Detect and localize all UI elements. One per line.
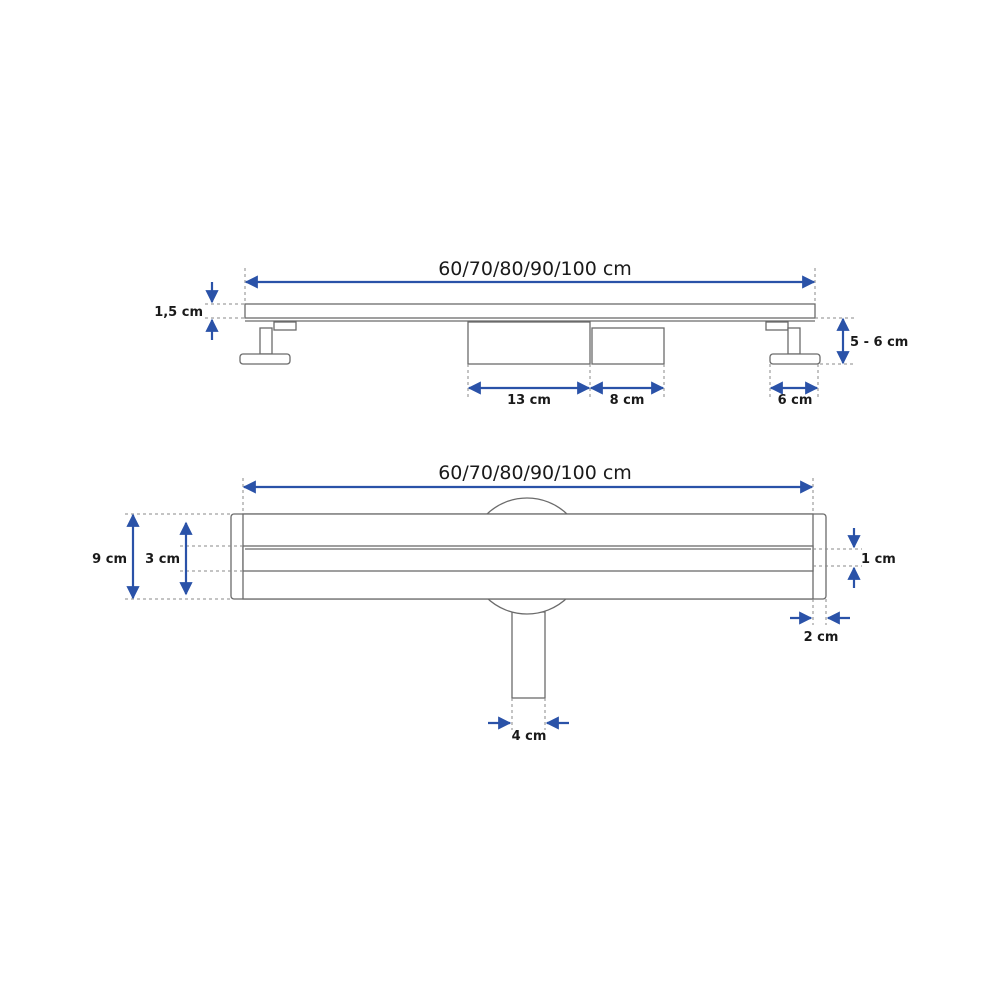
- top-total-width-label: 9 cm: [92, 552, 127, 567]
- top-flange-label: 1 cm: [861, 552, 896, 567]
- side-view: 60/70/80/90/100 cm 1,5 cm 5 - 6 cm 13 cm…: [154, 258, 908, 408]
- side-length-label: 60/70/80/90/100 cm: [438, 258, 632, 280]
- top-grate: [242, 545, 814, 572]
- top-edge-label: 2 cm: [804, 630, 839, 645]
- side-outlet: [467, 321, 591, 365]
- top-length-label: 60/70/80/90/100 cm: [438, 462, 632, 484]
- side-left-foot: [239, 353, 291, 365]
- side-cover-plate: [244, 303, 816, 319]
- side-foot-label: 6 cm: [778, 393, 813, 408]
- side-trap-label: 8 cm: [610, 393, 645, 408]
- side-right-foot: [769, 353, 821, 365]
- side-height-label: 5 - 6 cm: [850, 335, 908, 350]
- side-right-screw: [787, 327, 801, 355]
- side-outlet-label: 13 cm: [507, 393, 551, 408]
- top-pipe: [511, 611, 546, 699]
- side-left-bracket: [273, 321, 297, 331]
- side-trap: [591, 327, 665, 365]
- top-view: 60/70/80/90/100 cm 9 cm 3 cm 1 cm 2 cm 4…: [92, 462, 896, 744]
- top-grate-width-label: 3 cm: [145, 552, 180, 567]
- side-left-screw: [259, 327, 273, 355]
- side-right-bracket: [765, 321, 789, 331]
- side-thickness-label: 1,5 cm: [154, 305, 203, 320]
- top-pipe-label: 4 cm: [512, 729, 547, 744]
